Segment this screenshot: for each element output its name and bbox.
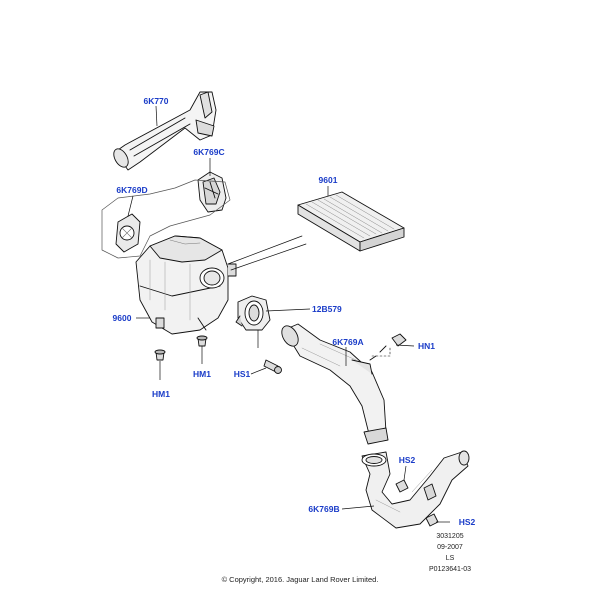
reference-number: 3031205 bbox=[436, 533, 464, 540]
mass-air-flow-sensor-illustration bbox=[235, 295, 271, 331]
illustration-id: P0123641-03 bbox=[428, 566, 472, 573]
callout-6k770: 6K770 bbox=[143, 96, 168, 106]
air-filter-element-illustration bbox=[297, 191, 405, 252]
callout-6k769c: 6K769C bbox=[193, 147, 224, 157]
callout-hs1: HS1 bbox=[234, 369, 251, 379]
callout-hs2-lower: HS2 bbox=[459, 517, 476, 527]
callout-9600: 9600 bbox=[113, 313, 132, 323]
air-outlet-hose-illustration bbox=[281, 323, 389, 445]
callout-hs2-upper: HS2 bbox=[399, 455, 416, 465]
air-outlet-hose-lower-illustration bbox=[361, 450, 470, 529]
nut-illustration bbox=[369, 333, 407, 361]
screw-illustration-hs2-upper bbox=[395, 479, 409, 493]
resonator-bracket-illustration bbox=[197, 171, 227, 213]
diagram-code: LS bbox=[445, 555, 455, 562]
callout-hm1-right: HM1 bbox=[193, 369, 211, 379]
grommet-illustration-left bbox=[154, 349, 166, 361]
screw-illustration-hs1 bbox=[263, 359, 282, 374]
callout-6k769b: 6K769B bbox=[308, 504, 339, 514]
callout-hn1: HN1 bbox=[418, 341, 435, 351]
copyright-notice: © Copyright, 2016. Jaguar Land Rover Lim… bbox=[221, 575, 379, 584]
bulkhead-panel-outline bbox=[101, 179, 231, 259]
callout-6k769a: 6K769A bbox=[332, 337, 363, 347]
grommet-illustration-right bbox=[196, 335, 208, 347]
diagram-date: 09-2007 bbox=[437, 544, 463, 551]
callout-hm1-left: HM1 bbox=[152, 389, 170, 399]
intake-seal-illustration bbox=[115, 213, 141, 253]
callout-12b579: 12B579 bbox=[312, 304, 342, 314]
air-cleaner-housing-illustration bbox=[135, 235, 237, 335]
callout-6k769d: 6K769D bbox=[116, 185, 147, 195]
air-intake-duct-illustration bbox=[113, 91, 217, 171]
callout-9601: 9601 bbox=[319, 175, 338, 185]
